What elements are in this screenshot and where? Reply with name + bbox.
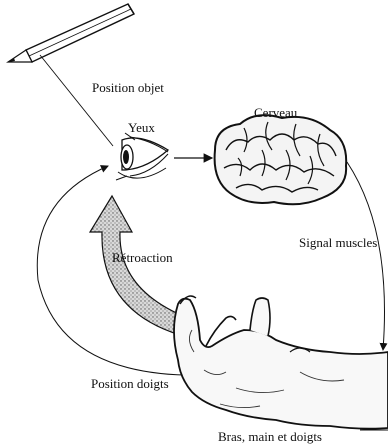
pencil-illustration [8, 4, 134, 62]
label-yeux: Yeux [128, 121, 155, 134]
brain-illustration [215, 115, 347, 204]
label-cerveau: Cerveau [254, 106, 297, 119]
feedback-arrow [90, 196, 188, 335]
object-to-eye-line [40, 55, 113, 146]
eye-illustration [116, 133, 168, 180]
label-position-doigts: Position doigts [91, 377, 169, 390]
label-retroaction: Rétroaction [112, 251, 173, 264]
hand-illustration [174, 296, 388, 429]
label-position-objet: Position objet [92, 81, 164, 94]
label-bras-main-doigts: Bras, main et doigts [218, 430, 322, 443]
label-signal-muscles: Signal muscles [299, 236, 377, 249]
signal-muscles-arrow [347, 162, 385, 350]
